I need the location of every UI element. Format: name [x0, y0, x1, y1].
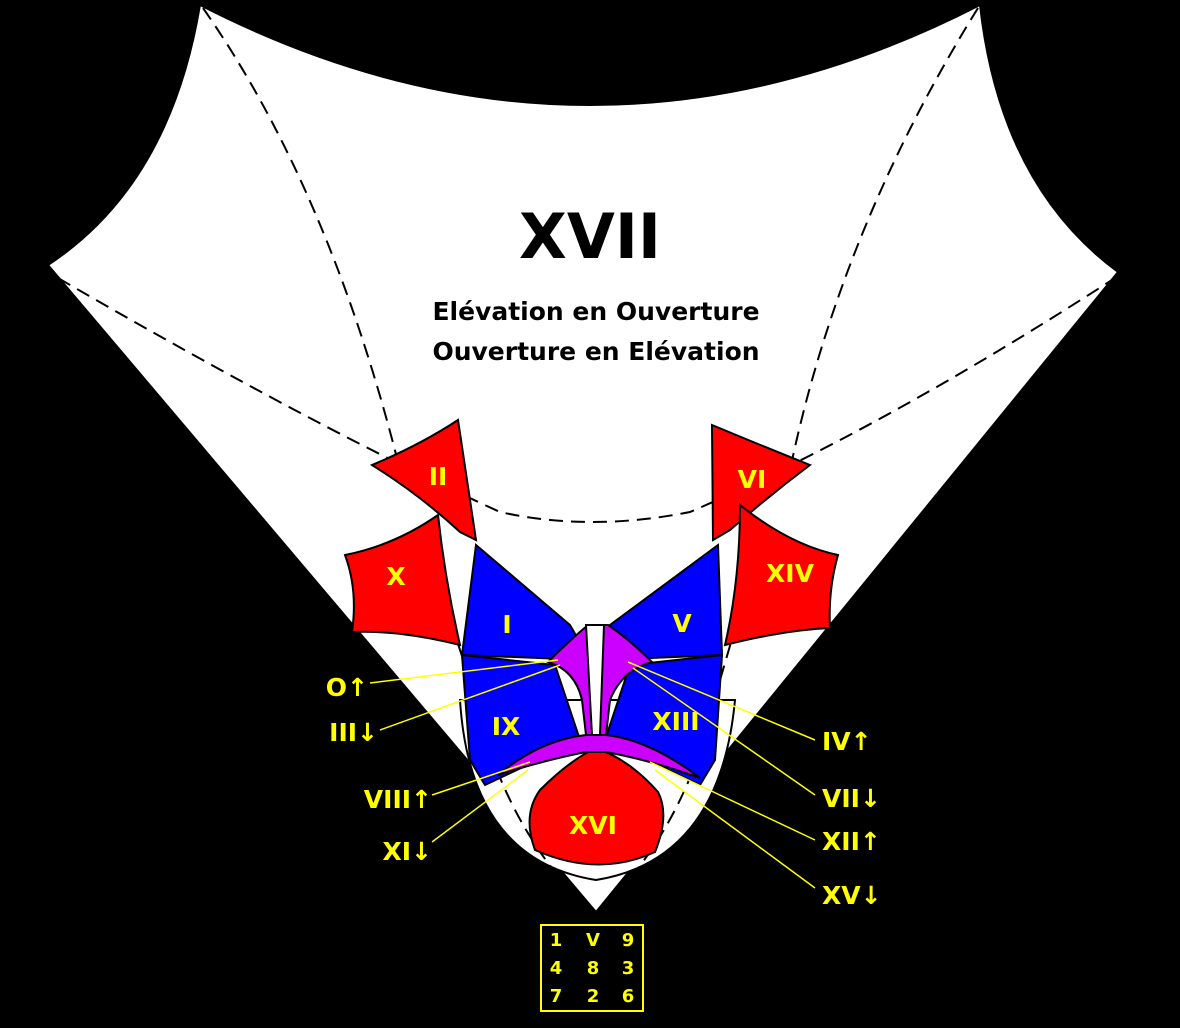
panel-X: [343, 513, 462, 647]
leader-lines: [369, 659, 816, 889]
callout-XI: XI↓: [382, 837, 432, 866]
grid-cell: V: [586, 930, 600, 951]
label-XIII: XIII: [652, 707, 699, 736]
callouts-left: O↑ III↓ VIII↑ XI↓: [326, 673, 432, 866]
leader-VII: [632, 667, 816, 796]
grid-cell: 8: [587, 958, 600, 979]
fold-left-diagonal: [202, 7, 401, 471]
core-lower: [497, 734, 701, 779]
callout-XV: XV↓: [822, 881, 882, 910]
label-XIV: XIV: [766, 559, 815, 588]
grid-cell: 7: [550, 986, 563, 1007]
panel-II: [369, 418, 478, 542]
label-II: II: [429, 462, 448, 491]
grid-cell: 3: [622, 958, 635, 979]
core-slot: [584, 624, 606, 736]
grid-cell: 9: [622, 930, 635, 951]
magenta-core: [497, 624, 701, 779]
red-panels: [343, 418, 840, 866]
fold-lower-arc: [57, 277, 1116, 523]
leader-O: [369, 659, 559, 684]
fold-bottom-tip-left: [539, 871, 597, 919]
grid-cell: 4: [550, 958, 563, 979]
grid-cell: 1: [550, 930, 563, 951]
leader-VIII: [431, 761, 531, 796]
panel-labels: II VI X XIV I V IX XIII XVI: [386, 462, 814, 840]
panel-VI: [710, 423, 813, 542]
fold-bottom-tip-right: [595, 871, 651, 919]
label-XVI: XVI: [569, 811, 617, 840]
paper-sheet: [46, 3, 1120, 914]
label-VI: VI: [738, 465, 767, 494]
panel-XIV: [723, 502, 840, 647]
label-IX: IX: [492, 712, 521, 741]
label-X: X: [386, 562, 405, 591]
number-grid: 1 V 9 4 8 3 7 2 6: [540, 924, 644, 1012]
leader-XII: [649, 761, 816, 841]
subtitle-line-1: Elévation en Ouverture: [432, 297, 759, 326]
callout-O: O↑: [326, 673, 368, 702]
fold-right-diagonal: [789, 7, 979, 471]
callouts-right: IV↑ VII↓ XII↑ XV↓: [822, 727, 882, 910]
grid-cell: 6: [622, 986, 635, 1007]
grid-cell: 2: [587, 986, 600, 1007]
label-V: V: [672, 609, 692, 638]
label-I: I: [502, 610, 511, 639]
fold-left-inner: [429, 559, 581, 901]
number-grid-frame: [540, 924, 644, 1012]
leader-IV: [627, 661, 816, 741]
main-title: XVII: [519, 200, 661, 273]
leader-XI: [431, 769, 529, 843]
leader-XV: [654, 769, 816, 889]
callout-III: III↓: [329, 718, 378, 747]
callout-VII: VII↓: [822, 784, 881, 813]
callout-XII: XII↑: [822, 827, 881, 856]
callout-VIII: VIII↑: [364, 785, 432, 814]
subtitle-line-2: Ouverture en Elévation: [432, 337, 759, 366]
callout-IV: IV↑: [822, 727, 872, 756]
leader-III: [379, 664, 561, 731]
